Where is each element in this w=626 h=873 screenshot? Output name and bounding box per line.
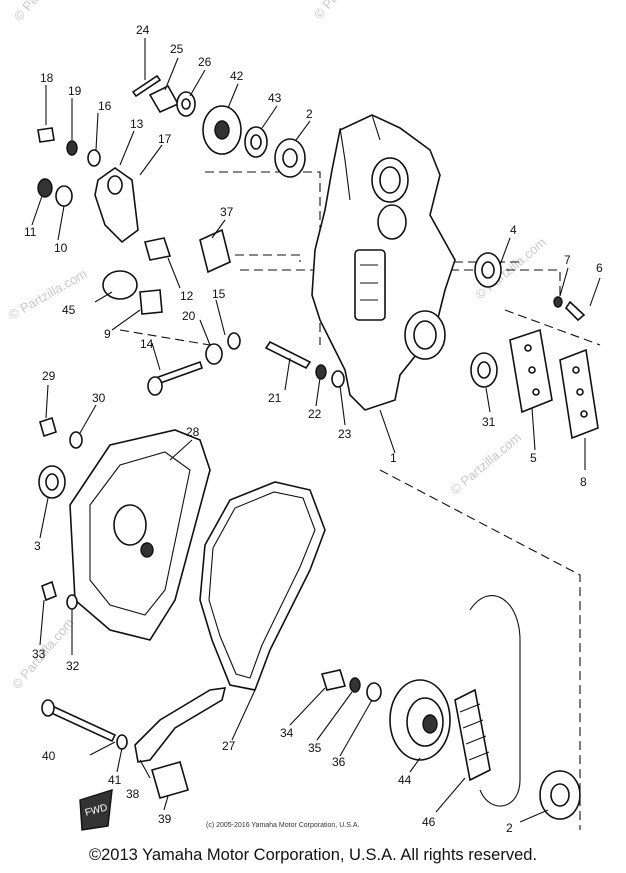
callout-2b: 2 [506, 821, 513, 835]
watermark: © Partzilla.com [311, 0, 379, 22]
copyright-footer: ©2013 Yamaha Motor Corporation, U.S.A. A… [88, 846, 538, 864]
callout-44: 44 [398, 773, 412, 787]
callout-18: 18 [40, 71, 54, 85]
callout-35: 35 [308, 741, 322, 755]
callout-14: 14 [140, 337, 154, 351]
callout-23: 23 [338, 427, 352, 441]
callout-5: 5 [530, 451, 537, 465]
callout-25: 25 [170, 42, 184, 56]
callout-30: 30 [92, 391, 106, 405]
callout-45: 45 [62, 303, 76, 317]
callout-1: 1 [390, 451, 397, 465]
callout-24: 24 [136, 23, 150, 37]
callout-12: 12 [180, 289, 194, 303]
callout-9: 9 [104, 327, 111, 341]
callout-31: 31 [482, 415, 496, 429]
callout-8: 8 [580, 475, 587, 489]
leader-lines [31, 38, 601, 823]
callout-11: 11 [24, 225, 37, 239]
callout-17: 17 [158, 132, 172, 146]
watermark: © Partzilla.com [6, 266, 89, 323]
callout-38: 38 [126, 787, 140, 801]
callout-32: 32 [66, 659, 80, 673]
fwd-arrow: FWD [79, 789, 113, 831]
callout-34: 34 [280, 726, 294, 740]
callout-19: 19 [68, 84, 82, 98]
callout-15: 15 [212, 287, 226, 301]
callout-33: 33 [32, 647, 46, 661]
copyright-small: (c) 2005-2016 Yamaha Motor Corporation, … [206, 822, 360, 829]
callout-2: 2 [306, 107, 313, 121]
callout-labels: 1 2 2 3 4 5 6 7 8 9 10 11 12 13 14 15 16… [24, 23, 603, 835]
chain-cover [38, 416, 211, 641]
callout-36: 36 [332, 755, 346, 769]
callout-27: 27 [222, 739, 236, 753]
watermark: © Partzilla.com [11, 0, 79, 24]
callout-16: 16 [98, 99, 112, 113]
callout-21: 21 [268, 391, 282, 405]
lower-hardware [41, 595, 581, 820]
callout-10: 10 [54, 241, 68, 255]
gasket [199, 481, 326, 691]
callout-26: 26 [198, 55, 212, 69]
callout-41: 41 [108, 773, 122, 787]
callout-4: 4 [510, 223, 517, 237]
drive-case [311, 114, 456, 411]
callout-28: 28 [186, 425, 200, 439]
callout-20: 20 [182, 309, 196, 323]
callout-43: 43 [268, 91, 282, 105]
callout-40: 40 [42, 749, 56, 763]
upper-hardware [37, 74, 345, 396]
callout-22: 22 [308, 407, 322, 421]
callout-13: 13 [130, 117, 144, 131]
callout-39: 39 [158, 812, 172, 826]
callout-6: 6 [596, 261, 603, 275]
callout-42: 42 [230, 69, 244, 83]
callout-7: 7 [564, 253, 571, 267]
right-hardware [470, 252, 599, 440]
callout-37: 37 [220, 205, 234, 219]
callout-46: 46 [422, 815, 436, 829]
callout-3: 3 [34, 539, 41, 553]
watermark: © Partzilla.com [447, 429, 524, 497]
callout-29: 29 [42, 369, 56, 383]
